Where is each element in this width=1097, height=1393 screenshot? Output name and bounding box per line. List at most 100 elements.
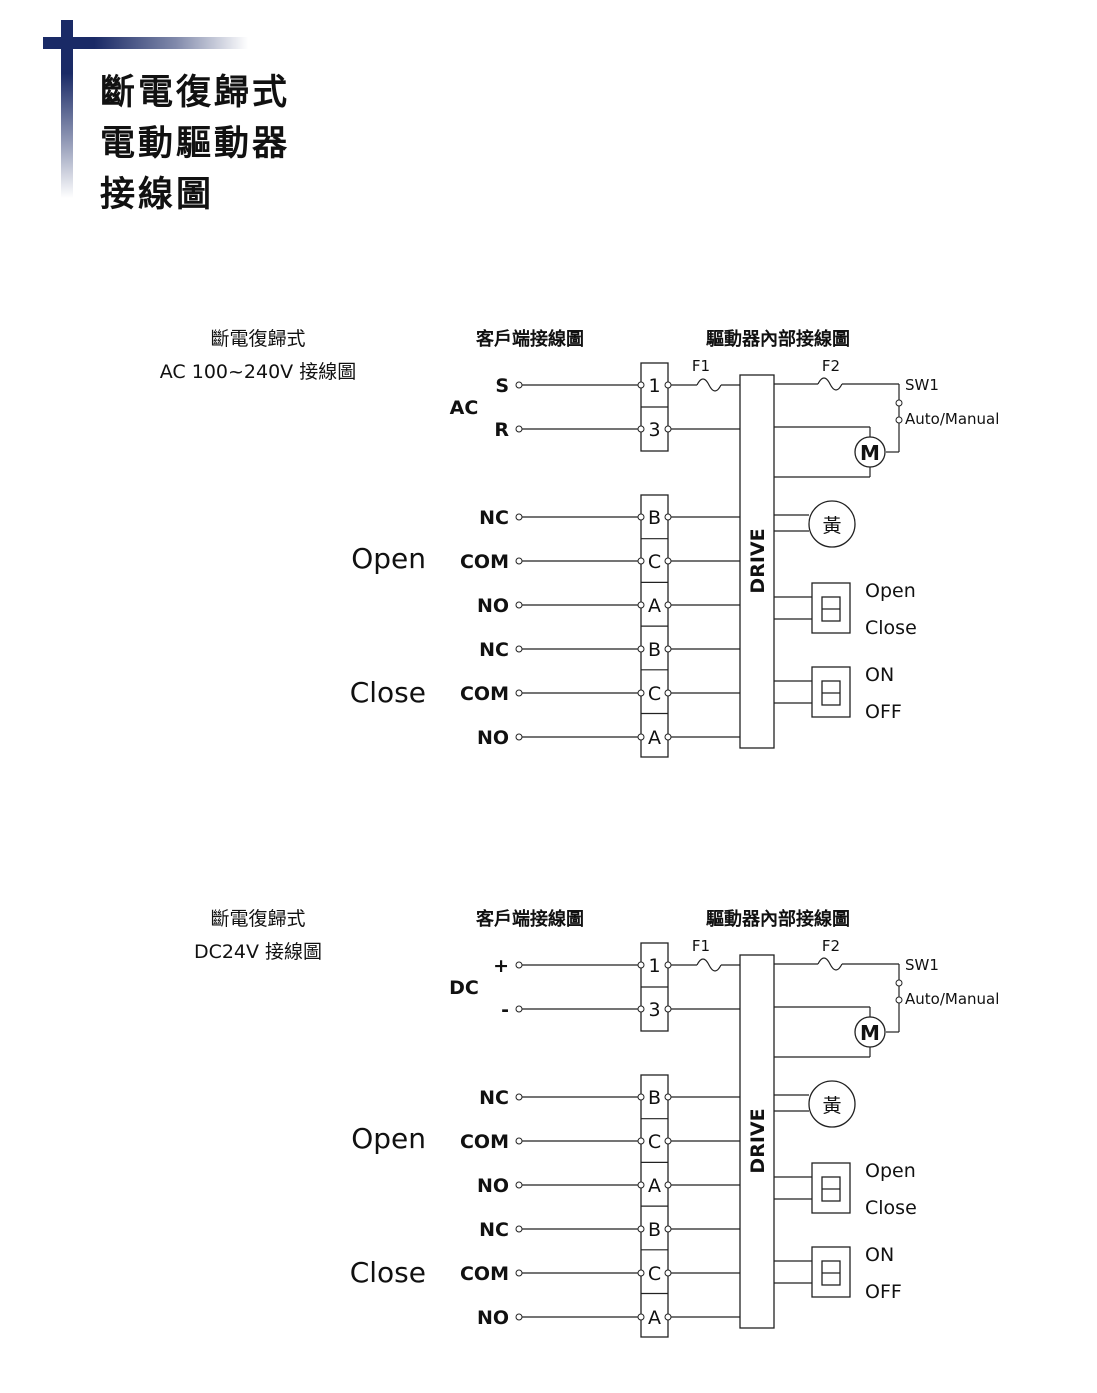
- power-group-label: AC: [450, 397, 479, 419]
- lamp-indicator-icon: [808, 500, 856, 548]
- pin-terminal-dot: [515, 557, 523, 565]
- terminal-letter: A: [648, 1307, 661, 1329]
- pin-terminal-dot: [515, 961, 523, 969]
- pin-terminal-dot: [515, 513, 523, 521]
- terminal-dot: [664, 381, 672, 389]
- fuse-f1-label: F1: [692, 357, 710, 375]
- terminal-letter: A: [648, 1175, 661, 1197]
- terminal-dot: [637, 425, 645, 433]
- title-accent-horizontal-bar: [43, 37, 248, 49]
- pin-terminal-dot: [515, 645, 523, 653]
- terminal-dot: [664, 733, 672, 741]
- terminal-dot: [637, 689, 645, 697]
- pin-terminal-dot: [515, 1313, 523, 1321]
- power-pin-label: R: [494, 419, 509, 441]
- signal-pin-label: COM: [460, 1263, 509, 1285]
- close-group-label: Close: [350, 676, 426, 709]
- switch-contact-dot: [895, 416, 903, 424]
- internal-wiring-heading: 驅動器內部接線圖: [706, 908, 850, 930]
- terminal-letter: C: [648, 683, 661, 705]
- terminal-dot: [664, 513, 672, 521]
- terminal-letter: A: [648, 727, 661, 749]
- pin-terminal-dot: [515, 425, 523, 433]
- pin-terminal-dot: [515, 1181, 523, 1189]
- fuse-f2-symbol: [817, 377, 843, 391]
- signal-pin-label: NO: [477, 1307, 509, 1329]
- terminal-dot: [664, 1137, 672, 1145]
- open-indicator-label: Open: [865, 1160, 916, 1182]
- fuse-f2-label: F2: [822, 937, 840, 955]
- lamp-indicator-icon: [808, 1080, 856, 1128]
- signal-pin-label: COM: [460, 1131, 509, 1153]
- terminal-letter: B: [648, 639, 661, 661]
- page-title: 斷電復歸式 電動驅動器 接線圖: [100, 68, 290, 221]
- terminal-dot: [664, 425, 672, 433]
- lamp-color-label: 黃: [822, 515, 841, 537]
- terminal-letter: B: [648, 1219, 661, 1241]
- wiring-diagram: 斷電復歸式DC24V 接線圖客戶端接線圖驅動器內部接線圖OpenCloseDC+…: [194, 908, 999, 1338]
- terminal-dot: [637, 1137, 645, 1145]
- terminal-dot: [664, 1225, 672, 1233]
- drive-label: DRIVE: [747, 528, 769, 593]
- pin-terminal-dot: [515, 733, 523, 741]
- terminal-letter: A: [648, 595, 661, 617]
- pin-terminal-dot: [515, 1269, 523, 1277]
- terminal-dot: [664, 645, 672, 653]
- terminal-dot: [664, 557, 672, 565]
- close-group-label: Close: [350, 1256, 426, 1289]
- on-indicator-label: ON: [865, 664, 894, 686]
- signal-pin-label: NC: [479, 1219, 509, 1241]
- terminal-number: 3: [648, 419, 660, 441]
- terminal-dot: [637, 1093, 645, 1101]
- drive-block: [739, 374, 775, 749]
- power-pin-label: S: [495, 375, 509, 397]
- terminal-dot: [637, 601, 645, 609]
- fuse-f1-label: F1: [692, 937, 710, 955]
- off-indicator-label: OFF: [865, 1281, 902, 1303]
- terminal-number: 1: [648, 955, 660, 977]
- terminal-dot: [664, 1313, 672, 1321]
- section-label-voltage: AC 100~240V 接線圖: [160, 361, 356, 383]
- title-accent-vertical-bar: [61, 20, 73, 198]
- on-indicator-label: ON: [865, 1244, 894, 1266]
- drive-block: [739, 954, 775, 1329]
- fuse-f2-label: F2: [822, 357, 840, 375]
- terminal-dot: [664, 1181, 672, 1189]
- pin-terminal-dot: [515, 1005, 523, 1013]
- signal-pin-label: COM: [460, 551, 509, 573]
- switch-contact-dot: [895, 979, 903, 987]
- client-wiring-heading: 客戶端接線圖: [476, 328, 584, 350]
- signal-pin-label: NO: [477, 1175, 509, 1197]
- switch-label: SW1: [905, 956, 939, 974]
- terminal-letter: C: [648, 1263, 661, 1285]
- terminal-dot: [664, 601, 672, 609]
- off-indicator-label: OFF: [865, 701, 902, 723]
- page-title-line: 電動驅動器: [100, 124, 291, 164]
- section-label-voltage: DC24V 接線圖: [194, 941, 322, 963]
- switch-contact-dot: [895, 996, 903, 1004]
- terminal-letter: C: [648, 1131, 661, 1153]
- pin-terminal-dot: [515, 601, 523, 609]
- motor-label: M: [860, 441, 880, 465]
- terminal-letter: B: [648, 1087, 661, 1109]
- terminal-letter: C: [648, 551, 661, 573]
- internal-wiring-heading: 驅動器內部接線圖: [706, 328, 850, 350]
- close-indicator-label: Close: [865, 617, 917, 639]
- signal-pin-label: NO: [477, 727, 509, 749]
- signal-pin-label: NC: [479, 639, 509, 661]
- terminal-dot: [637, 1313, 645, 1321]
- signal-pin-label: NO: [477, 595, 509, 617]
- section-label: 斷電復歸式: [210, 328, 305, 350]
- power-pin-label: +: [493, 955, 509, 977]
- fuse-f1-symbol: [696, 958, 722, 972]
- fuse-f2-symbol: [817, 957, 843, 971]
- terminal-dot: [664, 1269, 672, 1277]
- terminal-dot: [664, 961, 672, 969]
- page-title-line: 斷電復歸式: [100, 73, 291, 113]
- terminal-number: 3: [648, 999, 660, 1021]
- open-group-label: Open: [351, 1122, 426, 1155]
- terminal-dot: [637, 557, 645, 565]
- power-pin-label: -: [501, 999, 509, 1021]
- terminal-dot: [637, 1181, 645, 1189]
- switch-mode-label: Auto/Manual: [905, 410, 999, 428]
